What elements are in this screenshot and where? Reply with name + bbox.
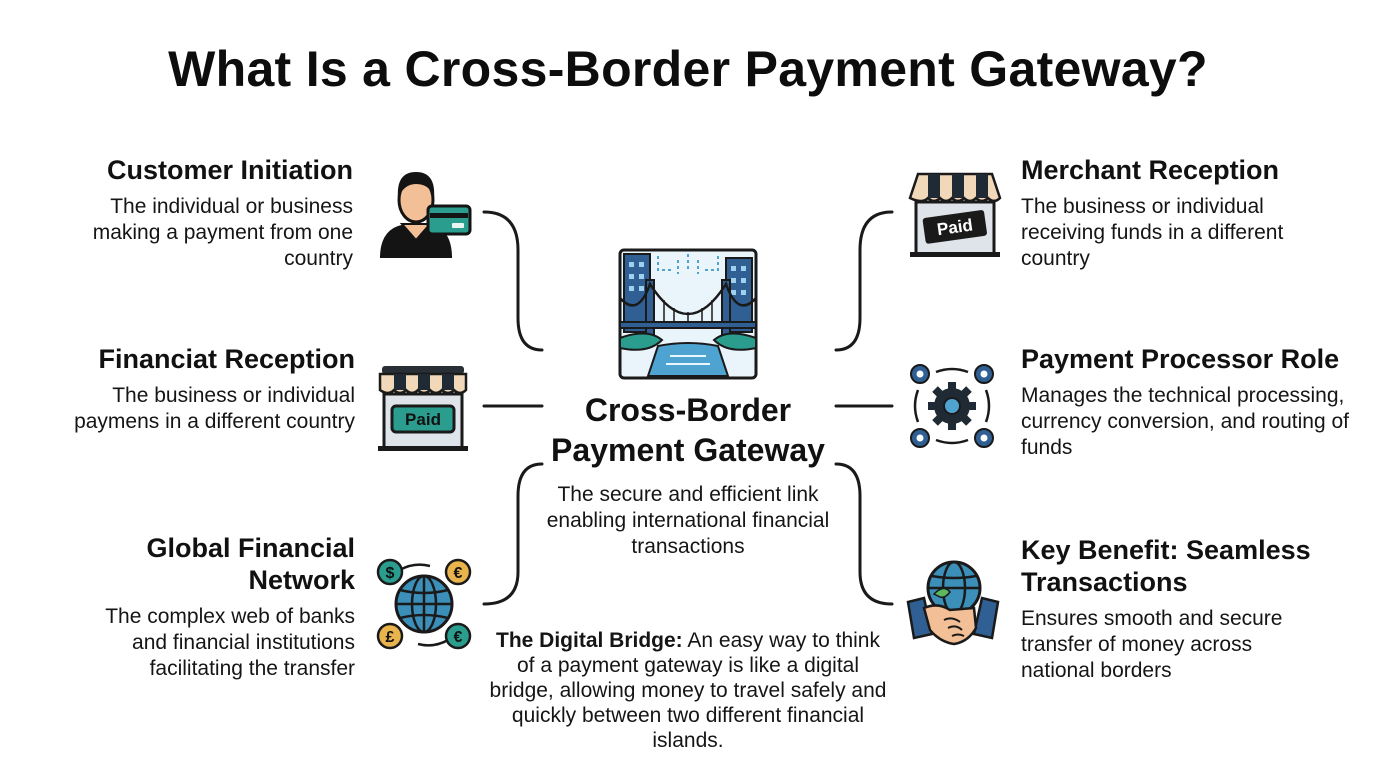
center-title-line2: Payment Gateway	[551, 432, 825, 468]
financiat-reception-block: Financiat Reception The business or indi…	[60, 343, 355, 435]
euro-symbol-2: €	[454, 629, 463, 646]
globe-handshake-icon	[906, 560, 1000, 646]
page-title: What Is a Cross-Border Payment Gateway?	[168, 41, 1208, 97]
merchant-reception-title: Merchant Reception	[1021, 155, 1280, 185]
globe-currencies-icon: $ € £ €	[376, 558, 472, 650]
financiat-reception-title: Financiat Reception	[98, 344, 355, 374]
bridge-city-icon	[618, 248, 758, 380]
key-benefit-block: Key Benefit: Seamless Transactions Ensur…	[1021, 534, 1321, 684]
key-benefit-title: Key Benefit: Seamless Transactions	[1021, 535, 1311, 597]
paid-badge-text: Paid	[405, 410, 441, 429]
merchant-reception-desc: The business or individual receiving fun…	[1021, 195, 1284, 270]
center-title: Cross-Border Payment Gateway	[538, 390, 838, 470]
center-title-line1: Cross-Border	[584, 392, 792, 428]
storefront-paid-icon: Paid	[378, 366, 468, 451]
payment-processor-title: Payment Processor Role	[1021, 344, 1340, 374]
gears-icon	[910, 364, 994, 448]
customer-card-icon	[380, 172, 472, 258]
global-network-desc: The complex web of banks and financial i…	[105, 605, 355, 680]
digital-bridge-text: An easy way to think of a payment gatewa…	[489, 629, 887, 752]
paid-badge-text: Paid	[936, 215, 974, 239]
customer-initiation-block: Customer Initiation The individual or bu…	[60, 154, 353, 272]
digital-bridge-note: The Digital Bridge: An easy way to think…	[488, 628, 888, 753]
euro-symbol: €	[454, 565, 463, 582]
customer-initiation-desc: The individual or business making a paym…	[92, 195, 353, 270]
global-network-block: Global Financial Network The complex web…	[70, 532, 355, 682]
merchant-reception-block: Merchant Reception The business or indiv…	[1021, 154, 1321, 272]
financiat-reception-desc: The business or individual paymens in a …	[74, 384, 355, 433]
key-benefit-desc: Ensures smooth and secure transfer of mo…	[1021, 607, 1283, 682]
digital-bridge-label: The Digital Bridge:	[496, 629, 683, 652]
connector-customer	[482, 210, 544, 352]
storefront-paid-icon: Paid	[908, 172, 1002, 257]
connector-network	[482, 462, 544, 606]
customer-initiation-title: Customer Initiation	[106, 155, 353, 185]
payment-processor-desc: Manages the technical processing, curren…	[1021, 384, 1350, 459]
center-description: The secure and efficient link enabling i…	[546, 483, 830, 558]
dollar-symbol: $	[386, 565, 395, 582]
payment-processor-block: Payment Processor Role Manages the techn…	[1021, 343, 1351, 461]
connector-merchant	[834, 210, 894, 352]
pound-symbol: £	[386, 629, 395, 646]
connector-benefit	[834, 462, 894, 606]
global-network-title: Global Financial Network	[146, 533, 355, 595]
